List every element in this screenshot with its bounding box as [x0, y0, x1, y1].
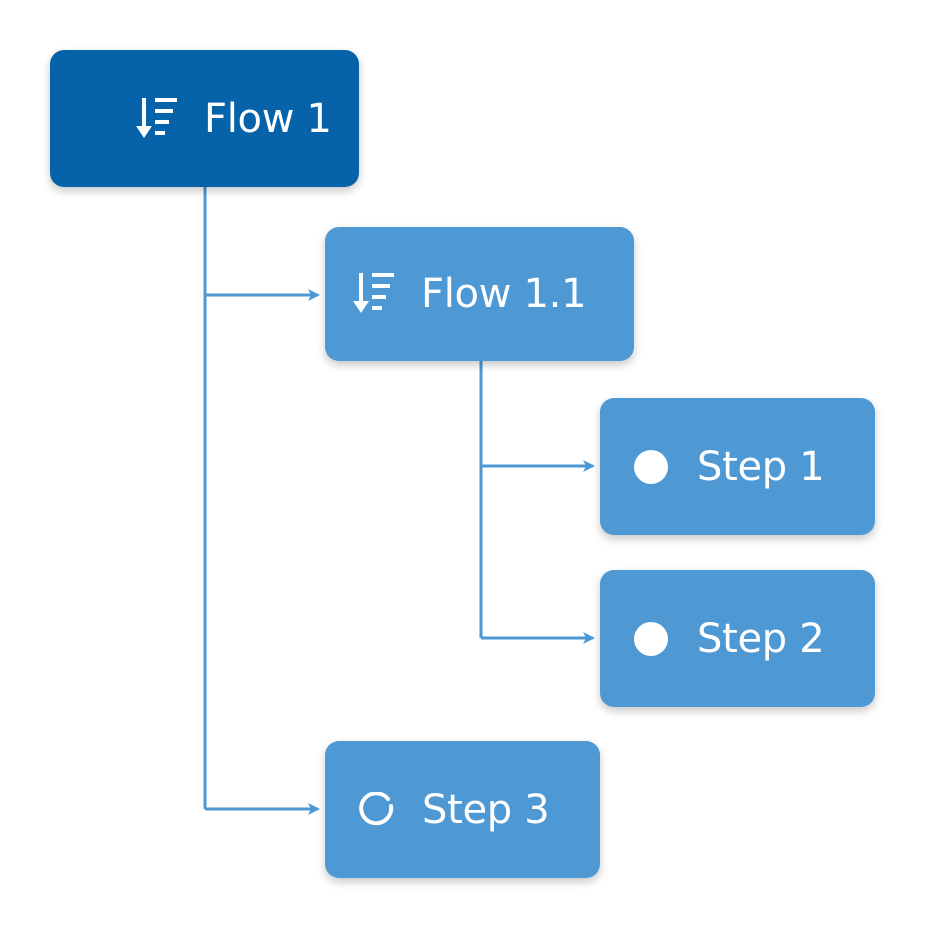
node-label: Step 1 [697, 443, 825, 490]
node-step-2[interactable]: Step 2 [600, 570, 875, 707]
flow-sort-icon [136, 97, 177, 138]
node-step-1[interactable]: Step 1 [600, 398, 875, 535]
node-flow-1[interactable]: Flow 1 [50, 50, 359, 187]
node-step-3[interactable]: Step 3 [325, 741, 600, 878]
node-label: Step 2 [697, 615, 825, 662]
ring-circle-icon [359, 791, 394, 825]
filled-circle-icon [634, 449, 668, 484]
filled-circle-icon [634, 621, 668, 656]
node-flow-1-1[interactable]: Flow 1.1 [325, 227, 634, 361]
flow-sort-icon [353, 273, 394, 313]
node-label: Step 3 [422, 786, 550, 833]
node-label: Flow 1.1 [421, 271, 587, 317]
node-label: Flow 1 [204, 95, 332, 142]
